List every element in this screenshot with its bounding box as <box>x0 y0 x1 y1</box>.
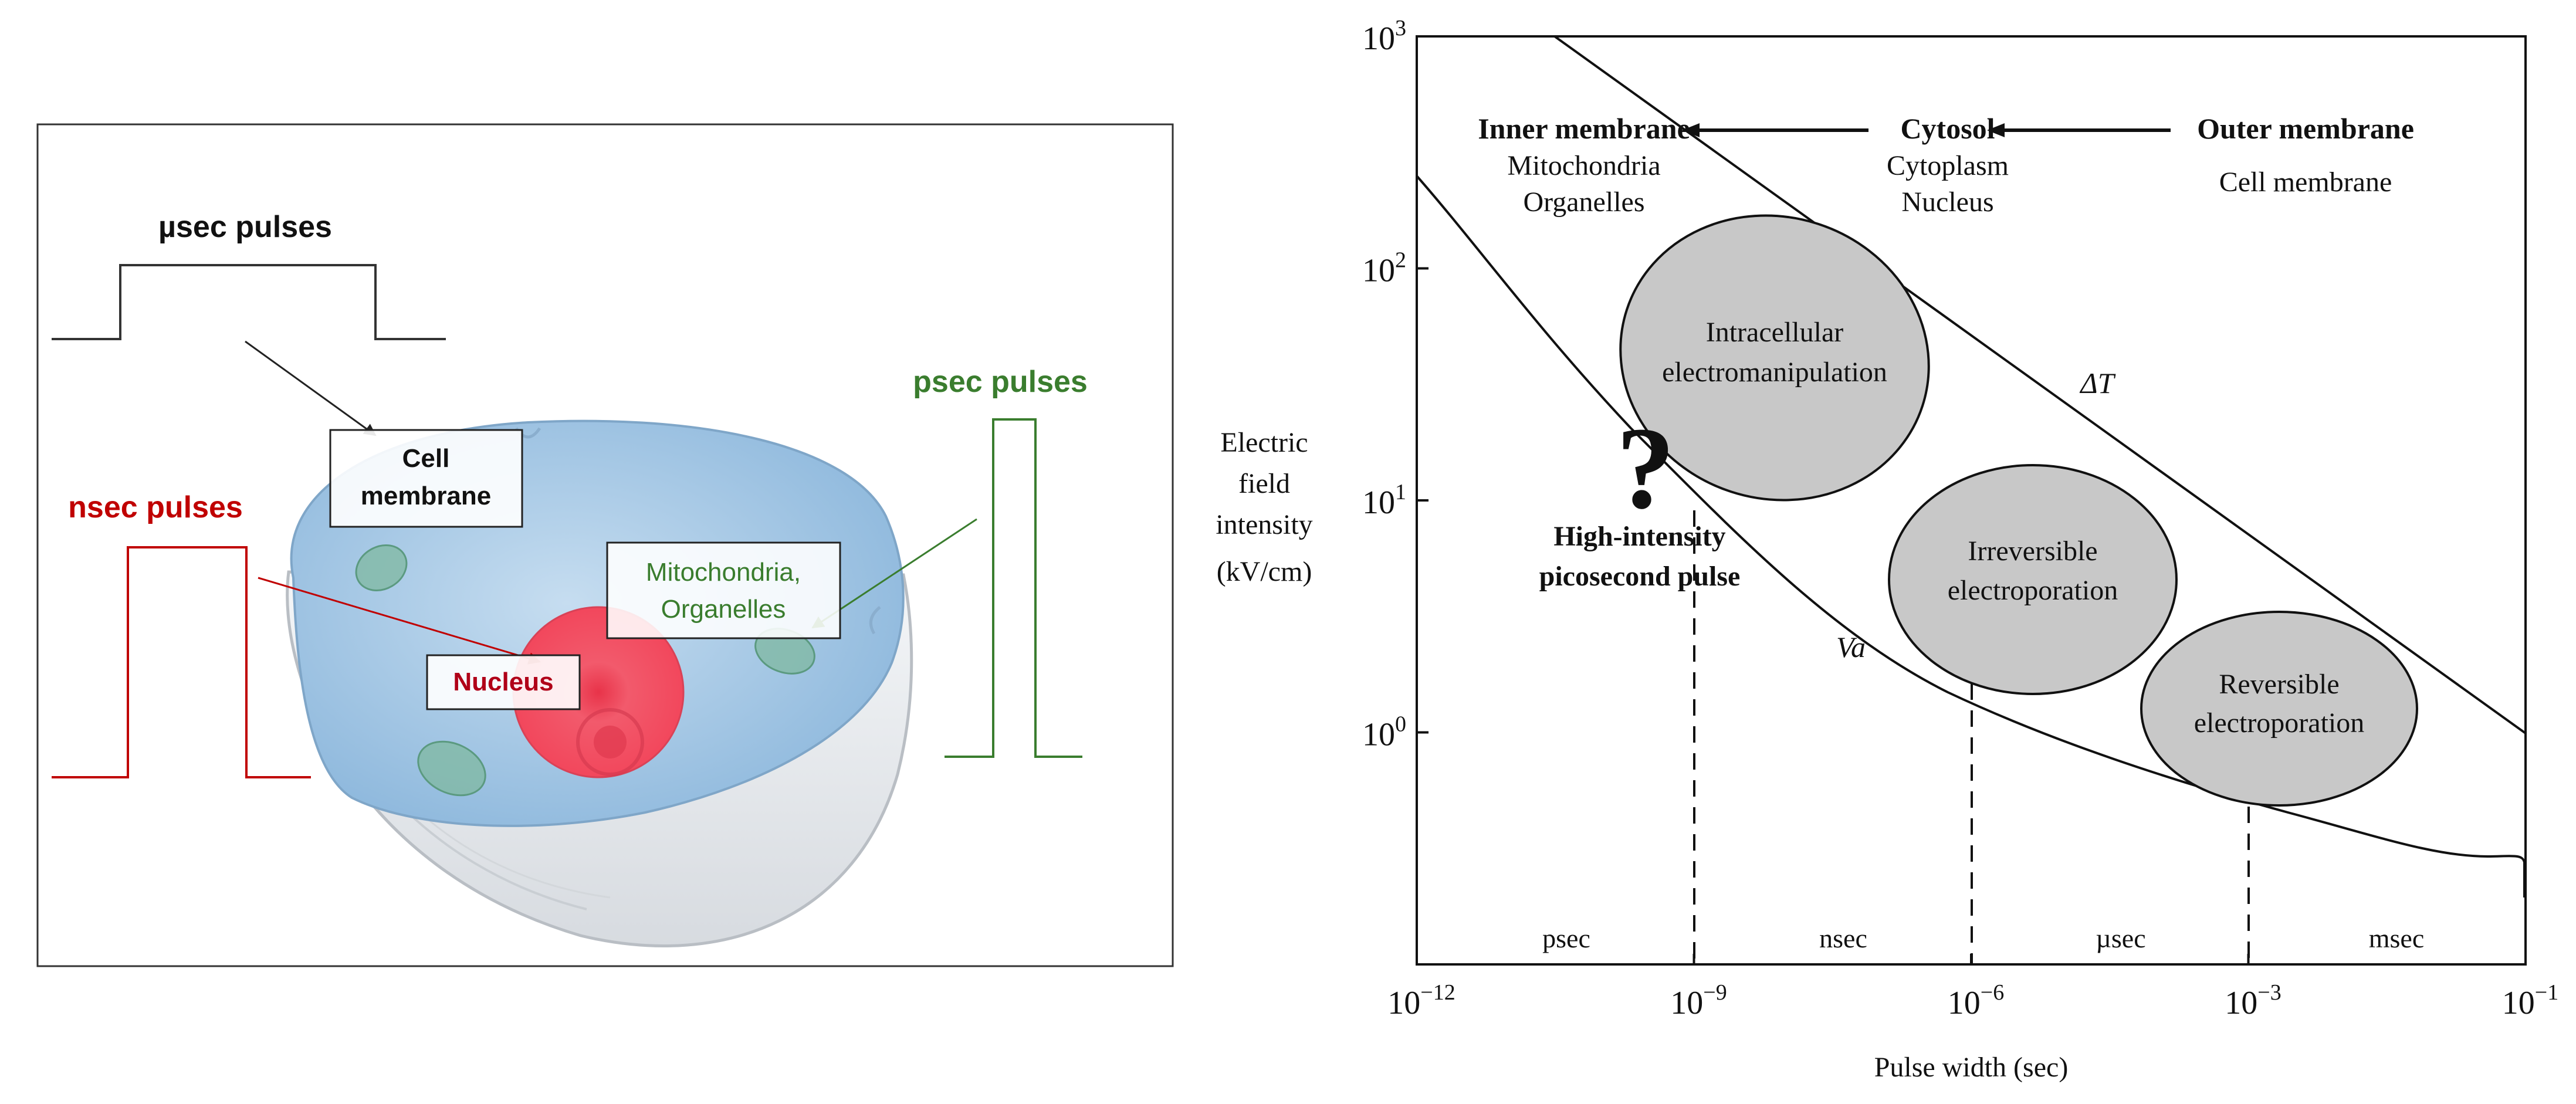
x-tick-label: 10−6 <box>1948 980 2004 1021</box>
high-intensity-label-line1: High-intensity <box>1553 521 1725 552</box>
intracellular-label-line1: Intracellular <box>1706 317 1844 348</box>
mitochondria-label-line2: Organelles <box>661 595 786 624</box>
mitochondria-text: Mitochondria <box>1507 150 1660 181</box>
region-usec: µsec <box>2096 923 2145 953</box>
nucleus-box <box>426 654 581 710</box>
mitochondria-box <box>606 541 841 639</box>
y-tick-label: 102 <box>1362 248 1406 289</box>
ylabel-line2: field <box>1238 468 1290 499</box>
nsec-pulse-trace <box>52 546 311 778</box>
usec-arrow <box>245 340 377 436</box>
irreversible-ellipse <box>1888 464 2178 695</box>
y-tick-label: 100 <box>1362 712 1406 753</box>
y-tick-labels: 100 101 102 103 <box>1362 16 1406 753</box>
inner-membrane-label: Inner membrane <box>1478 112 1690 145</box>
irreversible-label-line1: Irreversible <box>1968 536 2097 567</box>
cell-membrane-label-line2: membrane <box>361 482 492 510</box>
x-tick-label: 10−1 <box>2502 980 2558 1021</box>
y-tick-label: 103 <box>1362 16 1406 57</box>
reversible-label-line2: electroporation <box>2194 707 2365 739</box>
outer-membrane-label: Outer membrane <box>2197 112 2414 145</box>
intracellular-ellipse <box>1619 214 1930 502</box>
y-axis-title: Electric field intensity (kV/cm) <box>1216 427 1312 587</box>
question-mark: ? <box>1616 404 1675 533</box>
ylabel-line3: intensity <box>1216 509 1312 540</box>
x-tick-labels: 10−12 10−9 10−6 10−3 10−1 <box>1387 980 2558 1021</box>
intracellular-label-line2: electromanipulation <box>1662 357 1887 388</box>
cytosol-label: Cytosol <box>1900 112 1995 145</box>
usec-pulse-trace <box>52 264 446 340</box>
cell-membrane-label-line1: Cell <box>402 444 450 473</box>
ylabel-line4: (kV/cm) <box>1217 556 1312 587</box>
region-psec: psec <box>1542 923 1590 953</box>
cytoplasm-text: Cytoplasm <box>1887 150 2009 181</box>
nsec-arrow <box>258 577 541 665</box>
reversible-label-line1: Reversible <box>2219 669 2339 700</box>
organelle <box>355 544 408 591</box>
va-curve <box>1416 175 2526 898</box>
nucleus-text: Nucleus <box>1901 187 1993 218</box>
psec-pulse-trace <box>945 418 1082 758</box>
region-nsec: nsec <box>1819 923 1867 953</box>
reversible-ellipse <box>2140 611 2418 807</box>
cell-diagram-panel: µsec pulses Cell membrane nsec pulses Nu… <box>36 123 1174 967</box>
x-tick-label: 10−9 <box>1670 980 1727 1021</box>
delta-t-curve <box>1553 35 2527 734</box>
membrane-notch <box>869 606 881 635</box>
y-tick-label: 101 <box>1362 480 1406 521</box>
x-axis-title: Pulse width (sec) <box>1874 1052 2069 1083</box>
ylabel-line1: Electric <box>1220 427 1308 458</box>
region-msec: msec <box>2369 923 2425 953</box>
x-tick-label: 10−12 <box>1387 980 1455 1021</box>
nucleus-label: Nucleus <box>453 668 553 696</box>
nsec-pulse-label: nsec pulses <box>68 490 243 524</box>
high-intensity-label-line2: picosecond pulse <box>1539 561 1741 592</box>
psec-pulse-label: psec pulses <box>913 365 1088 399</box>
y-tick-marks <box>1417 35 1429 734</box>
cell-membrane-text: Cell membrane <box>2219 167 2392 198</box>
irreversible-label-line2: electroporation <box>1948 575 2118 606</box>
x-tick-label: 10−3 <box>2225 980 2281 1021</box>
delta-t-label: ΔT <box>2079 367 2115 399</box>
mitochondria-label-line1: Mitochondria, <box>646 558 801 587</box>
organelle <box>417 740 486 797</box>
cell-membrane-box <box>329 429 523 528</box>
organelles-text: Organelles <box>1523 187 1644 218</box>
va-label: Va <box>1836 631 1866 663</box>
usec-pulse-label: µsec pulses <box>158 210 332 244</box>
